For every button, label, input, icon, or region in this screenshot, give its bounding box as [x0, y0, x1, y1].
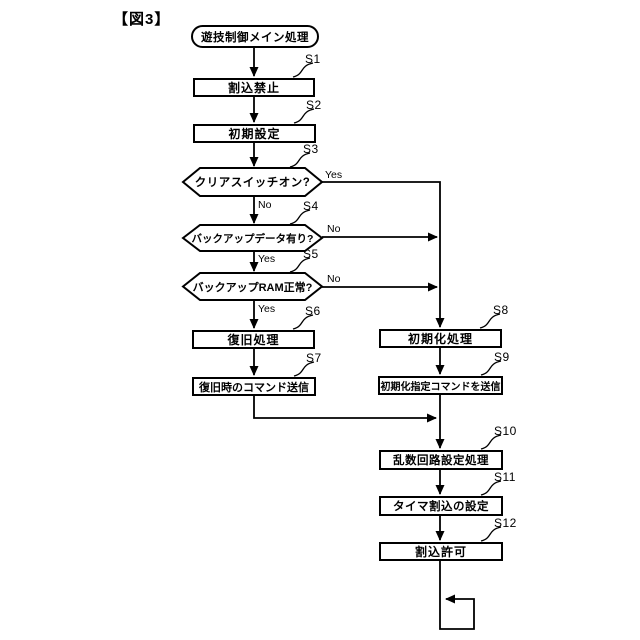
- leader-s5: [289, 257, 311, 273]
- step-label-s10: S10: [494, 424, 517, 438]
- leader-s4: [289, 209, 311, 225]
- process-s7: 復旧時のコマンド送信: [192, 377, 316, 396]
- process-s1: 割込禁止: [193, 78, 315, 97]
- leader-s12: [480, 526, 502, 542]
- leader-s8: [479, 313, 501, 329]
- process-s8: 初期化処理: [379, 329, 502, 348]
- decision-s4: バックアップデータ有り?: [191, 232, 314, 245]
- leader-s6: [292, 314, 314, 330]
- step-label-s4: S4: [303, 199, 319, 213]
- decision-shape-s3: [181, 167, 324, 197]
- step-label-s11: S11: [494, 470, 516, 484]
- decision-shape-s5: [181, 272, 324, 301]
- figure-label: 【図3】: [113, 11, 171, 28]
- branch-label-s3-no: No: [258, 199, 272, 211]
- branch-label-s5-no: No: [327, 273, 341, 285]
- step-label-s12: S12: [494, 516, 517, 530]
- decision-s3: クリアスイッチオン?: [194, 177, 311, 189]
- start-node: 遊技制御メイン処理: [191, 25, 319, 48]
- leader-s3: [289, 152, 311, 168]
- step-label-s9: S9: [494, 350, 510, 364]
- step-label-s7: S7: [306, 351, 322, 365]
- edge-s3-yes-s8: [322, 181, 445, 328]
- branch-label-s5-yes: Yes: [258, 303, 276, 315]
- step-label-s5: S5: [303, 247, 319, 261]
- step-label-s8: S8: [493, 303, 509, 317]
- edge-s12-loop: [439, 561, 475, 630]
- branch-label-s4-yes: Yes: [258, 253, 276, 265]
- process-s12: 割込許可: [379, 542, 503, 561]
- branch-label-s4-no: No: [327, 223, 341, 235]
- step-label-s6: S6: [305, 304, 321, 318]
- process-s9: 初期化指定コマンドを送信: [378, 376, 503, 395]
- branch-label-s3-yes: Yes: [325, 169, 343, 181]
- process-s6: 復旧処理: [192, 330, 315, 349]
- leader-s10: [480, 434, 502, 450]
- edge-s7-join: [253, 396, 437, 423]
- leader-s2: [293, 108, 315, 124]
- leader-s9: [480, 360, 502, 376]
- step-label-s2: S2: [306, 98, 322, 112]
- decision-s5: バックアップRAM正常?: [192, 281, 313, 294]
- leader-s7: [293, 361, 315, 377]
- step-label-s3: S3: [303, 142, 319, 156]
- leader-s11: [480, 480, 502, 496]
- process-s2: 初期設定: [193, 124, 316, 143]
- step-label-s1: S1: [305, 52, 321, 66]
- leader-s1: [292, 62, 314, 78]
- process-s10: 乱数回路設定処理: [379, 450, 503, 470]
- decision-shape-s4: [181, 224, 324, 252]
- process-s11: タイマ割込の設定: [379, 496, 503, 516]
